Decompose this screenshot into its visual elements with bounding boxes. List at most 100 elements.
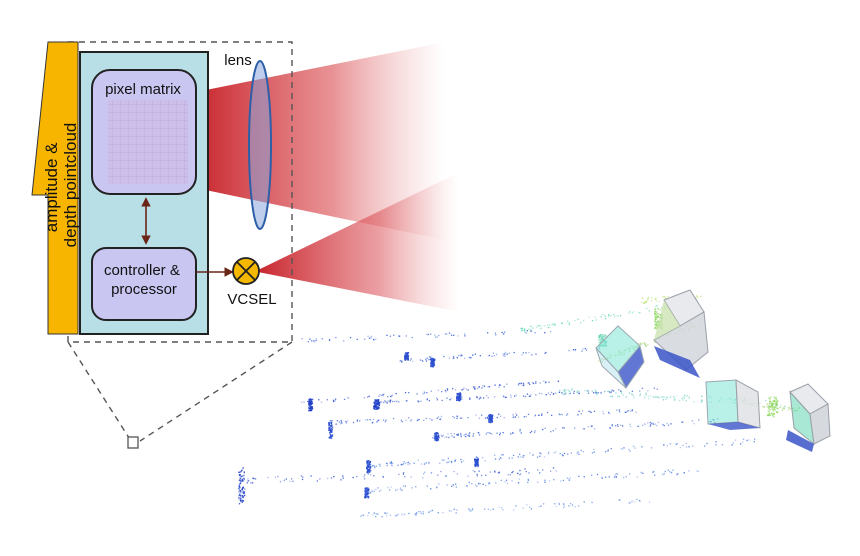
point xyxy=(494,471,496,473)
point xyxy=(503,386,505,388)
point xyxy=(574,348,577,351)
point xyxy=(436,399,439,401)
point xyxy=(645,392,647,394)
point xyxy=(366,471,368,474)
point xyxy=(647,395,650,398)
point xyxy=(464,333,466,335)
point xyxy=(563,393,565,396)
point xyxy=(654,341,656,343)
point xyxy=(548,451,550,453)
point xyxy=(577,391,579,393)
point xyxy=(369,466,371,468)
point xyxy=(520,432,522,434)
point xyxy=(368,471,370,474)
point xyxy=(394,400,396,403)
point xyxy=(398,335,401,337)
point xyxy=(620,314,622,317)
point xyxy=(478,470,480,472)
point xyxy=(363,478,366,480)
point xyxy=(291,478,293,480)
point xyxy=(308,410,310,412)
point xyxy=(292,480,294,482)
point xyxy=(618,395,621,398)
point xyxy=(329,433,331,435)
point xyxy=(597,392,599,394)
point xyxy=(768,412,771,414)
point xyxy=(550,431,552,433)
point xyxy=(474,471,476,473)
point xyxy=(582,348,584,350)
point xyxy=(636,476,638,478)
point xyxy=(633,397,635,399)
point xyxy=(644,395,646,397)
point xyxy=(475,458,477,461)
point xyxy=(486,416,488,418)
point xyxy=(576,452,578,454)
point xyxy=(345,421,347,423)
point xyxy=(384,400,386,402)
point xyxy=(366,462,369,464)
point xyxy=(768,397,771,399)
output-arrow-line-1: amplitude & xyxy=(42,142,61,232)
controller-line-1: controller & xyxy=(104,262,180,279)
point xyxy=(555,451,557,453)
point xyxy=(788,407,790,409)
point xyxy=(578,505,580,507)
point xyxy=(662,296,664,298)
point xyxy=(370,337,372,339)
point xyxy=(571,389,573,391)
point xyxy=(433,359,436,362)
point xyxy=(343,340,345,342)
point xyxy=(645,300,647,303)
point xyxy=(309,398,312,400)
point xyxy=(520,327,522,330)
point xyxy=(458,354,460,357)
point xyxy=(474,458,476,460)
point xyxy=(636,498,638,500)
point xyxy=(243,492,246,495)
point xyxy=(494,384,496,386)
point xyxy=(422,513,424,515)
point xyxy=(532,454,534,456)
point xyxy=(706,442,708,445)
point xyxy=(685,399,687,402)
point xyxy=(442,434,444,436)
point xyxy=(549,331,552,333)
point xyxy=(457,397,460,400)
point xyxy=(529,395,531,397)
point xyxy=(441,399,443,402)
point xyxy=(476,460,478,462)
point xyxy=(310,406,312,408)
point xyxy=(767,406,769,409)
point xyxy=(487,508,489,510)
point xyxy=(406,358,409,360)
point xyxy=(240,475,243,478)
point xyxy=(434,437,436,440)
point xyxy=(587,392,590,394)
point xyxy=(548,480,551,482)
point xyxy=(788,407,791,409)
point xyxy=(377,487,379,489)
point xyxy=(378,399,380,401)
point xyxy=(366,463,369,466)
point xyxy=(342,477,344,479)
point xyxy=(329,429,331,431)
point xyxy=(425,417,427,420)
point xyxy=(615,392,617,394)
point xyxy=(515,505,517,507)
point xyxy=(562,479,564,482)
point xyxy=(669,443,672,445)
point xyxy=(375,515,377,518)
point xyxy=(547,452,550,455)
point xyxy=(367,489,369,491)
point xyxy=(433,362,435,365)
point xyxy=(701,399,703,401)
point xyxy=(655,324,658,326)
point xyxy=(239,479,241,481)
point xyxy=(368,462,371,464)
point xyxy=(320,401,323,403)
point xyxy=(617,473,619,475)
point xyxy=(546,411,549,414)
point xyxy=(590,411,592,414)
point xyxy=(362,514,365,516)
